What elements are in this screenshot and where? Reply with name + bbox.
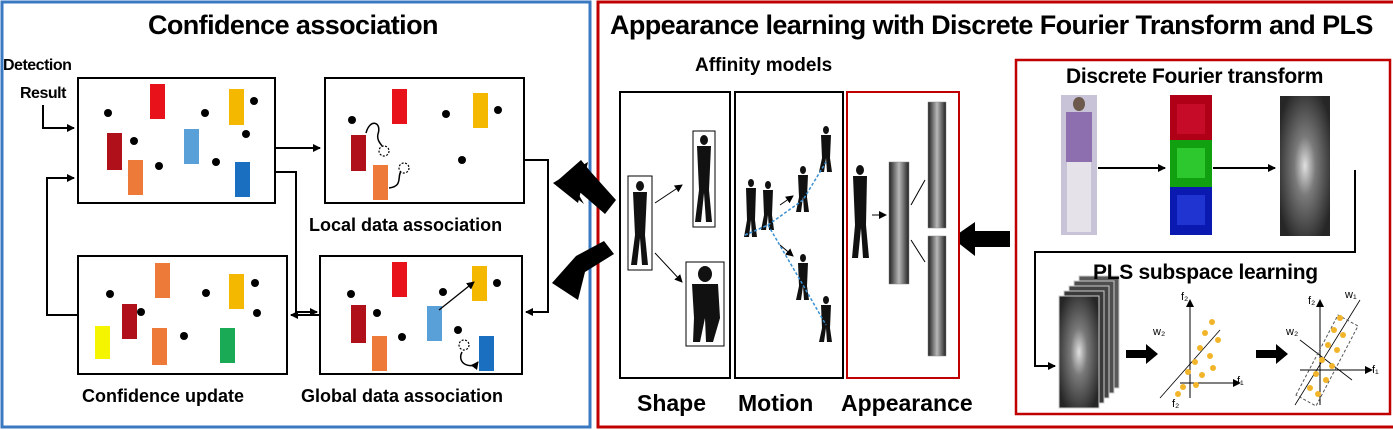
detection-darkred-bar — [107, 133, 122, 170]
pls-spectrum-stack — [1059, 276, 1119, 408]
pls-title: PLS subspace learning — [1093, 262, 1318, 283]
detection-orange-bar — [128, 160, 143, 195]
detection-box — [78, 78, 275, 203]
big-arrow-upper-head — [553, 162, 588, 203]
detection-blue-bar — [184, 129, 199, 164]
appearance-label: Appearance — [841, 392, 973, 415]
pls-plot-right — [1295, 300, 1372, 406]
confidence-update-label: Confidence update — [82, 387, 244, 405]
axis-label-f1-left: f₁ — [1237, 376, 1244, 387]
axis-label-w1-right: w₁ — [1345, 290, 1357, 301]
dft-title: Discrete Fourier transform — [1066, 66, 1323, 87]
axis-label-f1-right: f₁ — [1372, 365, 1379, 376]
axis-label-f2-left-top: f₂ — [1181, 292, 1188, 303]
local-association-box — [325, 78, 524, 203]
detection-label-line1: Detection — [3, 58, 71, 74]
fourier-spectrum — [1280, 96, 1330, 236]
left-panel-title: Confidence association — [148, 12, 438, 39]
global-association-box — [320, 256, 522, 374]
big-arrow-mid — [952, 222, 1010, 256]
big-arrow-lower — [552, 241, 614, 300]
axis-label-f2-left-bottom: f₂ — [1172, 399, 1179, 410]
affinity-models-title: Affinity models — [695, 56, 832, 75]
axis-label-w2-right: w₂ — [1286, 327, 1298, 338]
shape-label: Shape — [637, 392, 706, 415]
pls-arrows — [1126, 344, 1288, 364]
confidence-update-box — [78, 256, 287, 374]
axis-label-w2-left: w₂ — [1153, 327, 1165, 338]
axis-label-f2-right: f₂ — [1308, 296, 1315, 307]
detection-red-bar — [150, 84, 165, 119]
right-panel-title: Appearance learning with Discrete Fourie… — [610, 12, 1373, 39]
pls-plot-left — [1160, 300, 1240, 398]
detection-gold-bar — [229, 89, 244, 125]
detection-label-line2: Result — [20, 86, 66, 102]
global-association-label: Global data association — [301, 387, 503, 405]
detection-darkblue-bar — [235, 162, 250, 197]
motion-label: Motion — [738, 392, 813, 415]
local-association-label: Local data association — [309, 216, 502, 234]
